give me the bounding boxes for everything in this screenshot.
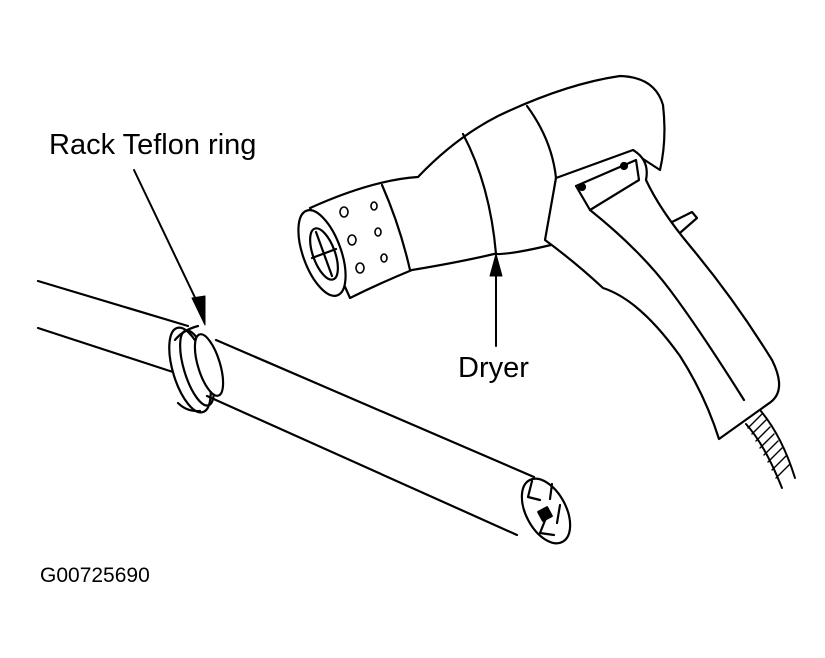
dryer-label: Dryer bbox=[458, 352, 529, 384]
rack-teflon-ring bbox=[168, 324, 225, 414]
rack-shaft-thick bbox=[36, 279, 190, 375]
dryer-gun bbox=[297, 74, 796, 489]
rack-shaft-thin bbox=[205, 338, 536, 537]
dryer-cord-coils bbox=[747, 413, 791, 479]
dryer-pointer bbox=[489, 253, 503, 347]
rack-teflon-ring-label: Rack Teflon ring bbox=[49, 129, 257, 161]
dryer-cord bbox=[745, 409, 796, 489]
ring-pointer bbox=[133, 169, 206, 326]
rack-end bbox=[520, 477, 572, 545]
steering-rack bbox=[36, 279, 572, 545]
dryer-trigger bbox=[670, 210, 699, 234]
dryer-body bbox=[308, 74, 666, 300]
dryer-vent-holes bbox=[339, 201, 388, 274]
figure-code: G00725690 bbox=[40, 564, 150, 587]
dryer-nozzle-face bbox=[297, 209, 347, 297]
